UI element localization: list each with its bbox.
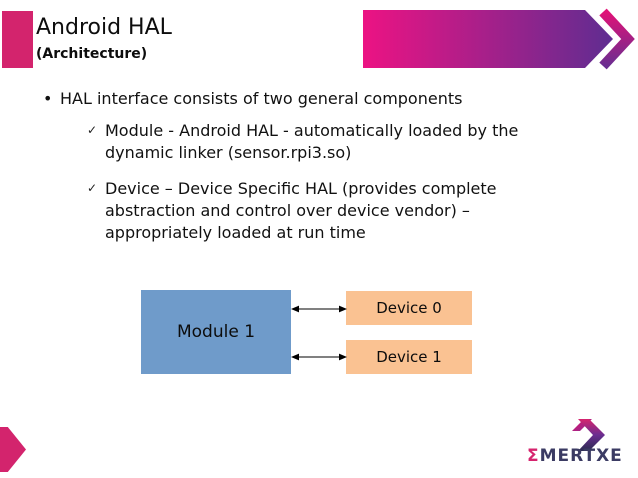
diagram-device1-label: Device 1 xyxy=(376,348,442,366)
accent-rect xyxy=(2,11,33,68)
check-icon: ✓ xyxy=(87,123,98,137)
check-icon: ✓ xyxy=(87,181,98,195)
diagram-module-box: Module 1 xyxy=(141,290,291,374)
diagram-device0-box: Device 0 xyxy=(346,291,472,325)
sub-bullet-device-text: Device – Device Specific HAL (provides c… xyxy=(105,179,497,242)
diagram-device1-box: Device 1 xyxy=(346,340,472,374)
page-subtitle: (Architecture) xyxy=(36,46,148,62)
diagram-module-label: Module 1 xyxy=(176,322,256,342)
bullet-main-text: HAL interface consists of two general co… xyxy=(60,89,463,108)
diagram-device0-label: Device 0 xyxy=(376,299,442,317)
bullet-icon: • xyxy=(43,89,53,108)
logo-name: MERTXE xyxy=(539,446,623,466)
emertxe-logo-icon xyxy=(572,419,605,451)
emertxe-logo-text: ΣMERTXE xyxy=(527,446,623,466)
header-banner-arrow-icon xyxy=(363,8,635,70)
logo-sigma: Σ xyxy=(527,446,540,466)
sub-bullet-module-text: Module - Android HAL - automatically loa… xyxy=(105,121,519,162)
double-arrow-icon xyxy=(291,305,347,313)
double-arrow-icon xyxy=(291,353,347,361)
corner-arrow-icon xyxy=(0,427,26,472)
page-title: Android HAL xyxy=(36,15,172,40)
